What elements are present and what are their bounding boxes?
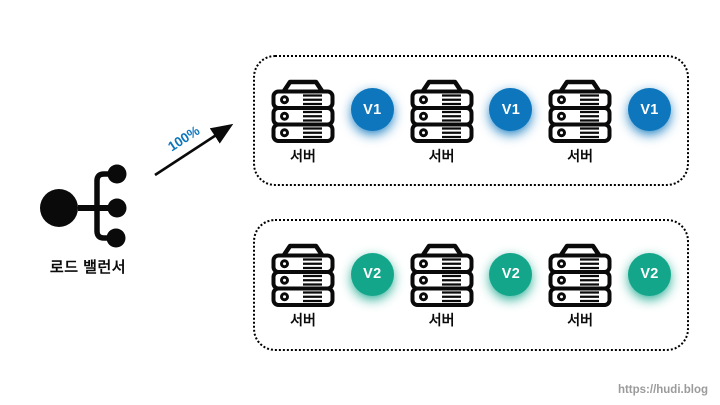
v1-badge-label: V1 [363,101,382,118]
v1-badge-label: V1 [501,101,521,118]
load-balancer-icon [40,164,127,248]
server-icon [546,77,614,143]
server-label: 서버 [428,147,455,164]
server-unit: 서버 [269,241,337,329]
v1-badge: V1 [350,88,394,131]
v2-badge: V2 [350,252,394,296]
v2-badge: V2 [627,252,671,296]
server-label: 서버 [428,312,455,328]
load-balancer-label: 로드 밸런서 [49,259,127,276]
server-icon [408,77,476,143]
v2-badge-label: V2 [640,266,659,282]
watermark-url: https://hudi.blog [617,384,708,396]
server-label: 서버 [567,147,594,164]
server-group-v1: 서버 V1 서버 V1 서버 V1 [253,55,689,186]
v2-badge-label: V2 [501,266,521,282]
server-group-v2: 서버 V2 서버 V2 서버 V2 [253,219,689,351]
server-label: 서버 [567,312,594,328]
traffic-arrow-icon [154,123,234,177]
v2-badge-label: V2 [363,266,382,282]
server-label: 서버 [290,312,316,328]
server-icon [546,241,614,307]
server-unit: 서버 [546,241,614,329]
server-unit: 서버 [269,77,337,165]
server-icon [269,241,337,307]
v2-badge: V2 [489,252,533,296]
load-balancer: 로드 밸런서 [38,160,138,277]
server-label: 서버 [290,147,316,164]
server-icon [408,241,476,307]
v1-badge: V1 [489,88,533,131]
server-icon [269,77,337,143]
v1-badge-label: V1 [640,101,659,118]
server-unit: 서버 [408,77,476,165]
v1-badge: V1 [627,88,671,131]
server-unit: 서버 [408,241,476,329]
server-unit: 서버 [546,77,614,165]
